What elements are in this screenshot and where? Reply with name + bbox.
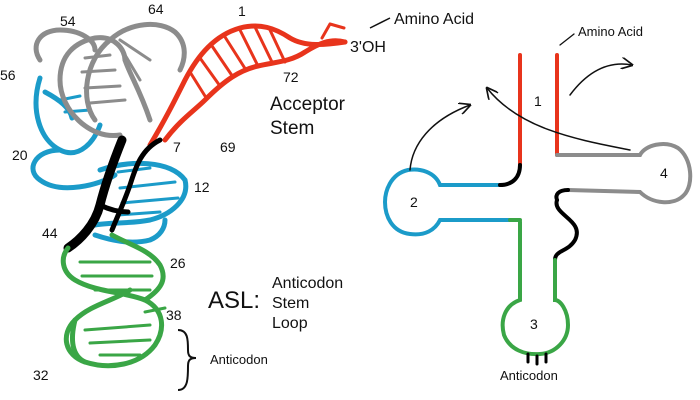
label-n64: 64 <box>148 1 164 17</box>
label-n1: 1 <box>238 3 246 19</box>
label-n44: 44 <box>42 225 58 241</box>
acceptor-stem <box>147 22 348 148</box>
label-n38: 38 <box>166 307 182 323</box>
amino-acid-pointer <box>369 17 391 29</box>
label-asl: ASL: <box>208 287 260 314</box>
label-amino-acid-left: Amino Acid <box>394 11 474 28</box>
t-arm <box>33 21 187 139</box>
label-arm2: 2 <box>410 194 418 210</box>
arm2-loop <box>382 167 512 237</box>
label-anticodon-right: Anticodon <box>500 368 558 383</box>
label-n54: 54 <box>60 13 76 29</box>
arm4-loop <box>555 142 693 205</box>
connector-strand <box>63 135 163 253</box>
label-arm3: 3 <box>530 316 538 332</box>
label-asl-anticodon: Anticodon <box>272 275 343 292</box>
label-asl-loop: Loop <box>272 315 308 332</box>
label-anticodon-left: Anticodon <box>210 352 268 367</box>
label-3oh: 3'OH <box>350 39 386 56</box>
anticodon-brace <box>177 329 197 391</box>
label-stem: Stem <box>270 118 314 139</box>
label-n72: 72 <box>283 69 299 85</box>
label-n12: 12 <box>194 179 210 195</box>
arm3-connector <box>553 198 579 262</box>
label-n26: 26 <box>170 255 186 271</box>
label-asl-stem: Stem <box>272 295 309 312</box>
arrow-amino-acid <box>569 64 632 96</box>
anticodon-ticks <box>526 352 548 366</box>
label-n7: 7 <box>173 139 181 155</box>
label-n32: 32 <box>33 367 49 383</box>
trna-2d-schematic: Amino Acid 1 2 3 4 Anticodon <box>382 24 693 383</box>
anticodon-arm <box>60 232 167 369</box>
arm3-loop <box>500 220 571 357</box>
label-n20: 20 <box>12 147 28 163</box>
amino-acid-right-pointer <box>559 33 575 46</box>
label-arm1: 1 <box>534 93 542 109</box>
arrow-to-arm1-from-d <box>409 105 470 171</box>
arm2-connector <box>498 163 522 187</box>
label-arm4: 4 <box>660 165 668 181</box>
label-n56: 56 <box>0 67 16 83</box>
trna-3d-structure: 1 54 64 56 72 20 7 69 12 44 26 38 32 Ami… <box>0 1 474 391</box>
label-n69: 69 <box>220 139 236 155</box>
arrow-t-to-top <box>487 88 631 151</box>
label-acceptor: Acceptor <box>270 94 346 115</box>
label-amino-acid-right: Amino Acid <box>578 24 643 39</box>
